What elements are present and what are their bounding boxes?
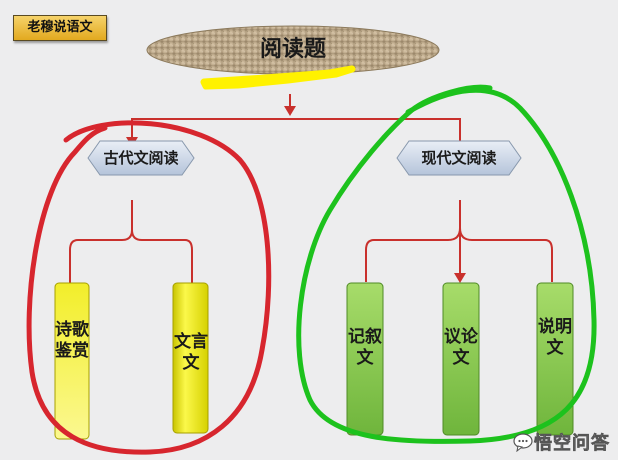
leaf-label-narrative: 记叙文: [348, 327, 382, 368]
leaf-label-argumentative: 议论文: [444, 327, 478, 368]
leaf-label-classical-prose: 文言文: [174, 332, 208, 373]
brand-badge-text: 老穆说语文: [27, 20, 93, 35]
modern-group-circle: [296, 84, 597, 444]
watermark-text: 悟空问答: [534, 433, 610, 455]
highlight-stroke: [200, 65, 356, 90]
connector-lines: [69, 94, 553, 284]
leaf-label-expository: 说明文: [538, 317, 572, 358]
branch-label-modern: 现代文阅读: [421, 149, 497, 167]
pillar-classical-prose: [172, 282, 209, 434]
brand-badge: 老穆说语文: [13, 15, 107, 41]
watermark: 悟空问答: [512, 431, 610, 455]
leaf-label-poetry: 诗歌鉴赏: [55, 320, 89, 361]
ancient-group-circle: [26, 120, 272, 455]
pillar-expository: [536, 282, 574, 436]
pillar-argumentative: [442, 282, 480, 436]
branch-label-ancient: 古代文阅读: [103, 149, 179, 167]
connector-arrowheads: [126, 106, 466, 283]
speech-bubble-icon: [513, 433, 533, 452]
hexagon-ancient: [87, 140, 195, 176]
root-node-label: 阅读题: [259, 36, 326, 62]
hexagon-modern: [396, 140, 522, 176]
